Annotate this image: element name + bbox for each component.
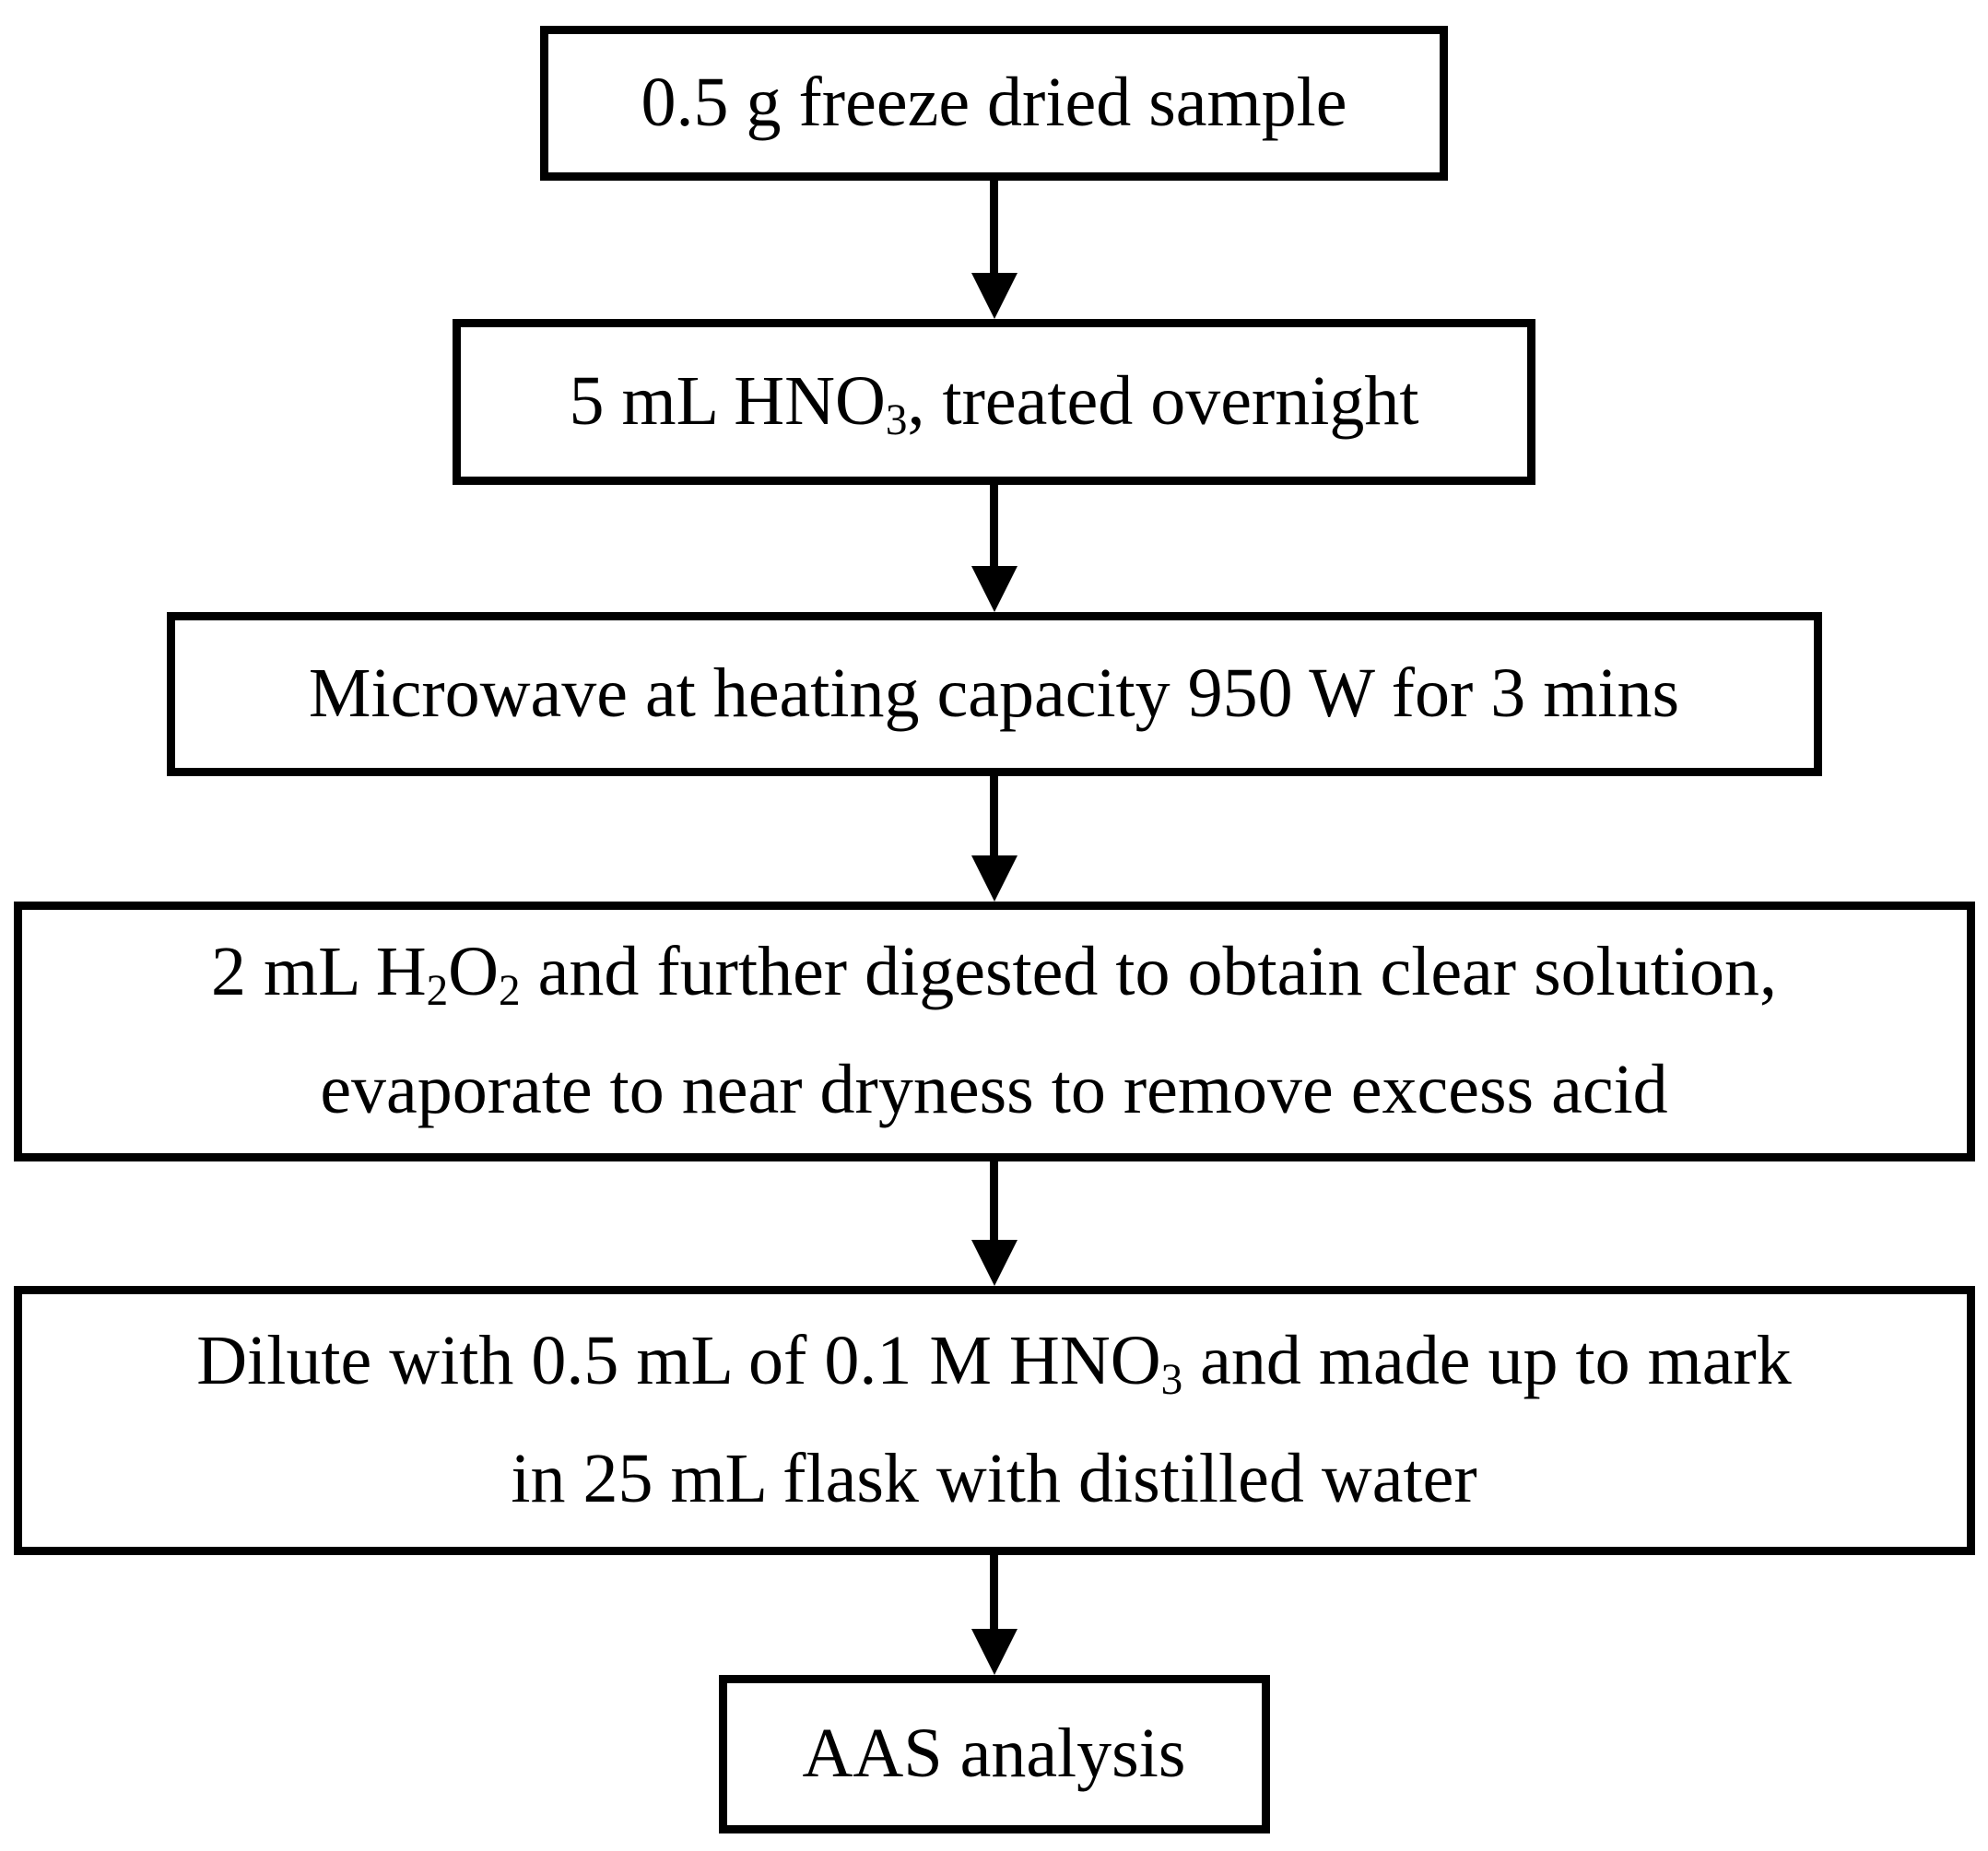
- arrow-shaft: [990, 1555, 998, 1630]
- arrow-down-icon: [970, 1629, 1018, 1675]
- arrow-down-icon: [970, 273, 1018, 319]
- flow-step-dilution: Dilute with 0.5 mL of 0.1 M HNO3 and mad…: [13, 1286, 1975, 1555]
- down-arrow-connector-2: [970, 485, 1018, 612]
- flow-step-peroxide-digestion: 2 mL H2O2 and further digested to obtain…: [13, 902, 1975, 1161]
- down-arrow-connector-1: [970, 181, 1018, 319]
- arrow-shaft: [990, 776, 998, 856]
- down-arrow-connector-3: [970, 776, 1018, 902]
- down-arrow-connector-5: [970, 1555, 1018, 1675]
- arrow-down-icon: [970, 1240, 1018, 1286]
- arrow-shaft: [990, 1161, 998, 1241]
- arrow-down-icon: [970, 566, 1018, 612]
- arrow-shaft: [990, 181, 998, 274]
- arrow-down-icon: [970, 855, 1018, 902]
- flow-step-aas-analysis: AAS analysis: [718, 1675, 1270, 1833]
- arrow-shaft: [990, 485, 998, 567]
- down-arrow-connector-4: [970, 1161, 1018, 1286]
- flow-step-freeze-dried-sample: 0.5 g freeze dried sample: [540, 26, 1448, 181]
- flow-step-microwave-heating: Microwave at heating capacity 950 W for …: [166, 612, 1822, 776]
- flow-step-nitric-acid-treatment: 5 mL HNO3, treated overnight: [453, 319, 1535, 485]
